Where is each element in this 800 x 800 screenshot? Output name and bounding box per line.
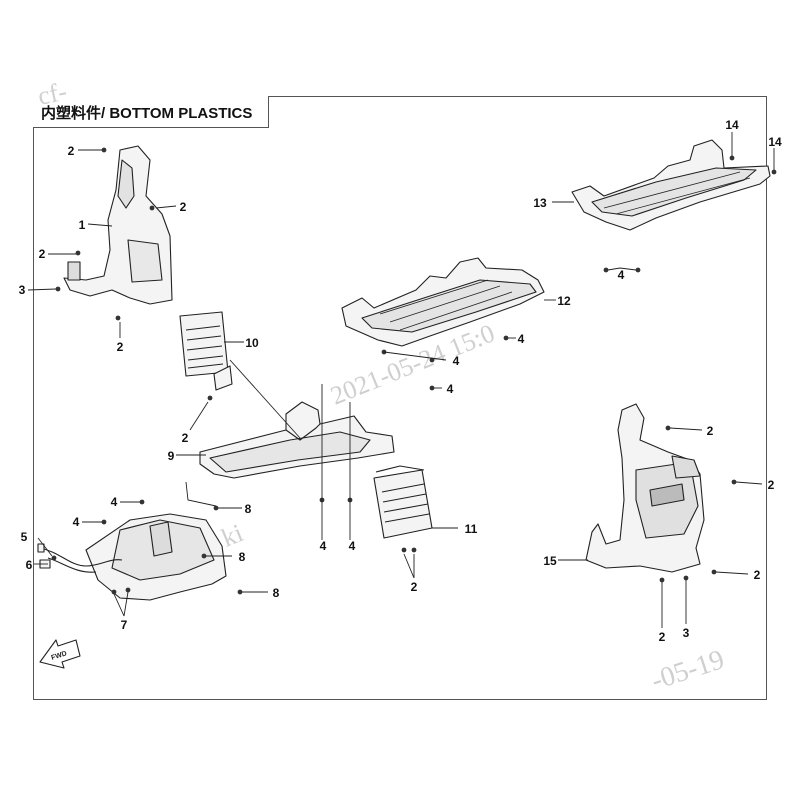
part-11-right-grille <box>373 465 433 539</box>
callout-3: 3 <box>683 626 690 640</box>
callout-12: 12 <box>557 294 571 308</box>
callout-6: 6 <box>26 558 33 572</box>
part-1-left-guard <box>63 145 173 305</box>
callout-4: 4 <box>447 382 454 396</box>
fwd-label: FWD <box>50 650 67 662</box>
part-15-right-guard <box>585 403 705 573</box>
callout-2: 2 <box>659 630 666 644</box>
watermark-4: -05-19 <box>648 644 729 697</box>
fwd-arrow-icon <box>39 639 81 669</box>
callout-5: 5 <box>21 530 28 544</box>
part-9-floor-panel <box>199 401 395 479</box>
callout-4: 4 <box>111 495 118 509</box>
part-5-connector <box>37 543 45 553</box>
part-7-lower-tray <box>39 513 227 601</box>
callout-8: 8 <box>245 502 252 516</box>
callout-2: 2 <box>411 580 418 594</box>
callout-13: 13 <box>533 196 547 210</box>
callout-2: 2 <box>68 144 75 158</box>
callout-4: 4 <box>618 268 625 282</box>
callout-4: 4 <box>73 515 80 529</box>
diagram-frame <box>33 96 767 700</box>
callout-1: 1 <box>79 218 86 232</box>
callout-15: 15 <box>543 554 557 568</box>
callout-8: 8 <box>239 550 246 564</box>
callout-14: 14 <box>768 135 782 149</box>
diagram-title: 内塑料件/ BOTTOM PLASTICS <box>41 105 253 122</box>
callout-8: 8 <box>273 586 280 600</box>
callout-4: 4 <box>453 354 460 368</box>
part-10-left-grille <box>179 311 233 391</box>
callout-4: 4 <box>518 332 525 346</box>
callout-11: 11 <box>465 522 478 536</box>
callout-2: 2 <box>180 200 187 214</box>
callout-4: 4 <box>320 539 327 553</box>
callout-2: 2 <box>768 478 775 492</box>
callout-7: 7 <box>121 618 128 632</box>
title-box: 内塑料件/ BOTTOM PLASTICS <box>33 96 269 128</box>
callout-14: 14 <box>725 118 739 132</box>
callout-2: 2 <box>182 431 189 445</box>
part-12-skid-plate <box>341 257 545 347</box>
callout-2: 2 <box>707 424 714 438</box>
callout-9: 9 <box>168 449 175 463</box>
callout-10: 10 <box>245 336 259 350</box>
callout-2: 2 <box>117 340 124 354</box>
watermark-1: cf- <box>35 77 69 111</box>
part-13-right-skid-plate <box>571 139 771 231</box>
callout-2: 2 <box>754 568 761 582</box>
callout-3: 3 <box>19 283 26 297</box>
callout-4: 4 <box>349 539 356 553</box>
callout-2: 2 <box>39 247 46 261</box>
